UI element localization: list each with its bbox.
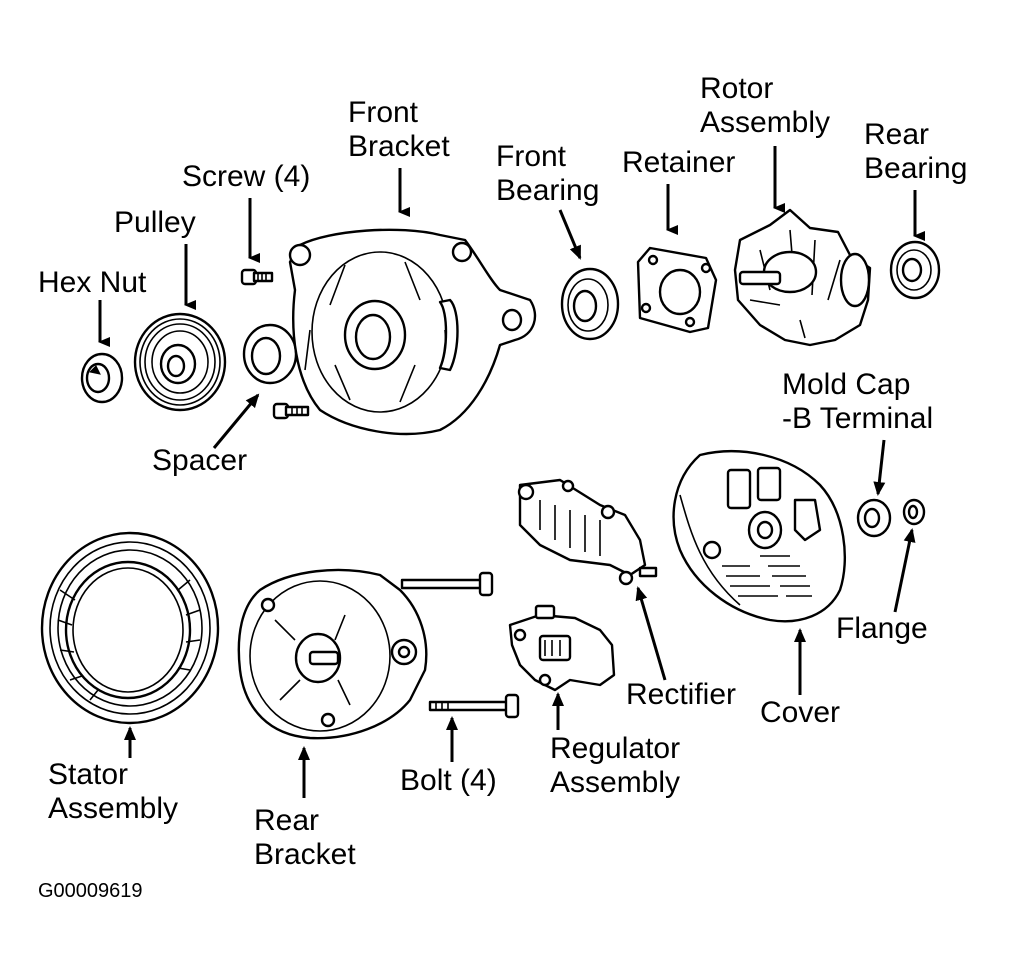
arrow-flange bbox=[893, 528, 916, 613]
figure-id: G00009619 bbox=[38, 880, 143, 902]
front-bearing-part bbox=[560, 267, 620, 341]
label-front-bracket-line1: Front bbox=[348, 96, 419, 129]
regulator-assembly-part bbox=[508, 604, 616, 692]
label-hex-nut: Hex Nut bbox=[38, 266, 147, 299]
label-retainer: Retainer bbox=[622, 146, 736, 179]
flange-part bbox=[902, 498, 926, 526]
label-rear-bracket-line1: Rear bbox=[254, 804, 320, 837]
label-flange: Flange bbox=[836, 612, 928, 645]
label-front-bearing-line1: Front bbox=[496, 140, 567, 173]
retainer-part bbox=[636, 246, 718, 334]
rotor-assembly-part bbox=[733, 208, 872, 347]
mold-cap-part bbox=[856, 498, 892, 538]
hex-nut-part bbox=[80, 352, 124, 404]
label-screw: Screw (4) bbox=[182, 160, 311, 193]
cover-part bbox=[672, 450, 846, 623]
label-rear-bracket-line2: Bracket bbox=[254, 838, 356, 871]
label-bolt: Bolt (4) bbox=[400, 764, 497, 797]
label-regulator-line2: Assembly bbox=[550, 766, 681, 799]
arrow-spacer bbox=[212, 393, 260, 449]
screw-part-lower bbox=[272, 402, 310, 420]
label-front-bearing-line2: Bearing bbox=[496, 174, 600, 207]
front-bracket-part bbox=[288, 228, 537, 436]
label-mold-cap-line1: Mold Cap bbox=[782, 368, 911, 401]
arrow-rectifier bbox=[635, 586, 667, 681]
label-cover: Cover bbox=[760, 696, 841, 729]
leader-arrows bbox=[98, 146, 925, 798]
label-rear-bearing-line1: Rear bbox=[864, 118, 930, 151]
arrow-mold-cap bbox=[873, 439, 886, 496]
label-rectifier: Rectifier bbox=[626, 678, 737, 711]
rectifier-part bbox=[517, 478, 658, 586]
label-rotor-line2: Assembly bbox=[700, 106, 831, 139]
spacer-part bbox=[242, 323, 298, 385]
label-regulator-line1: Regulator bbox=[550, 732, 681, 765]
label-pulley: Pulley bbox=[114, 206, 196, 239]
rear-bearing-part bbox=[889, 240, 941, 300]
bolt-part-lower bbox=[428, 693, 520, 719]
pulley-part bbox=[133, 312, 227, 412]
screw-part-upper bbox=[240, 268, 274, 286]
stator-assembly-part bbox=[40, 531, 220, 725]
label-stator-line2: Assembly bbox=[48, 792, 179, 825]
arrow-front-bearing bbox=[558, 209, 582, 260]
rear-bracket-part bbox=[237, 568, 428, 740]
label-spacer: Spacer bbox=[152, 444, 248, 477]
label-front-bracket-line2: Bracket bbox=[348, 130, 450, 163]
label-rotor-line1: Rotor bbox=[700, 72, 774, 105]
bolt-part-upper bbox=[400, 571, 494, 597]
label-mold-cap-line2: -B Terminal bbox=[782, 402, 934, 435]
label-stator-line1: Stator bbox=[48, 758, 129, 791]
label-rear-bearing-line2: Bearing bbox=[864, 152, 968, 185]
